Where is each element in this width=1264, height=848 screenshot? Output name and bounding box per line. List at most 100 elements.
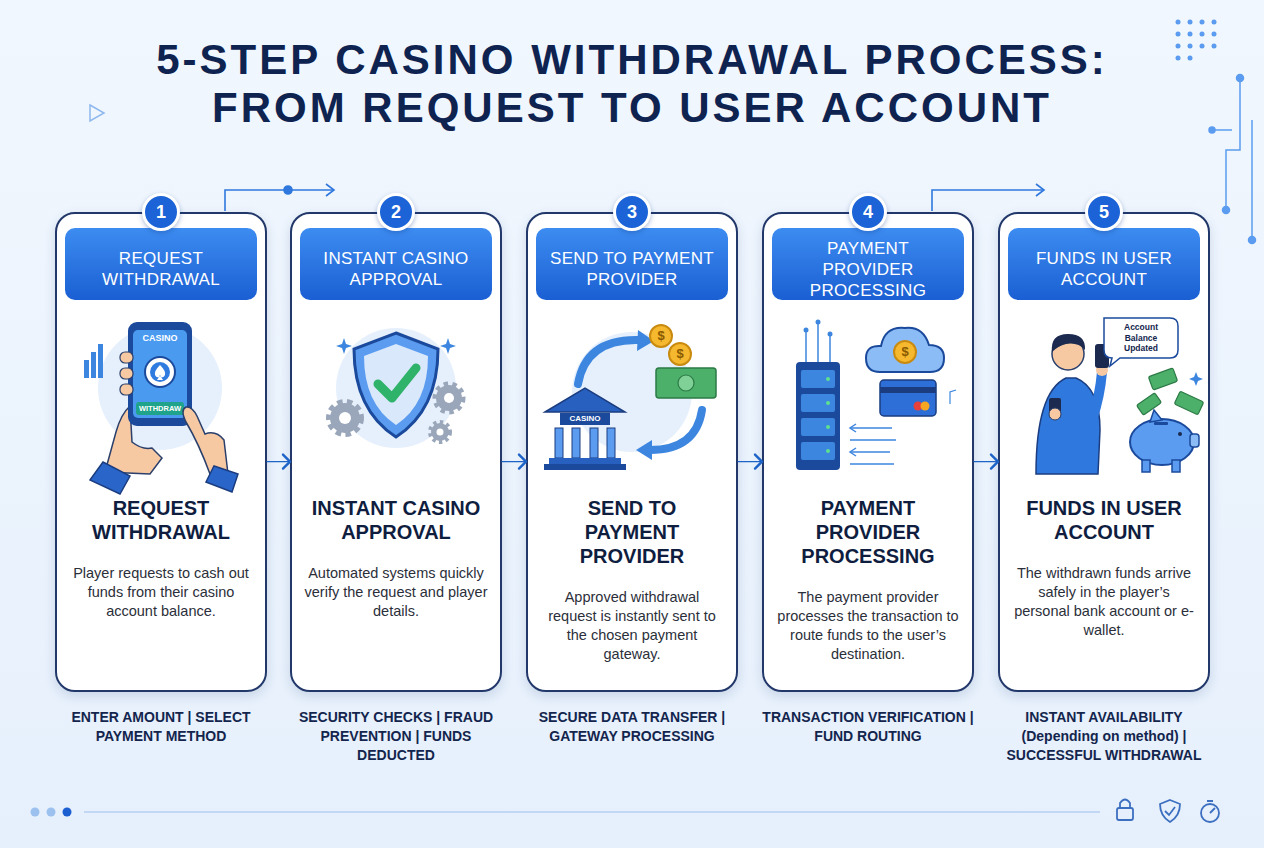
footer-icons-part <box>1117 808 1133 820</box>
step-number: 2 <box>377 193 415 231</box>
dot-grid-part <box>1176 32 1181 37</box>
footer-line-part <box>84 811 1100 813</box>
step-title: INSTANT CASINO APPROVAL <box>304 496 488 544</box>
dot-grid-part <box>1212 20 1217 25</box>
step-description: Automated systems quickly verify the req… <box>304 564 488 621</box>
step-description: Approved withdrawal request is instantly… <box>540 588 724 664</box>
circuit-lines-part <box>1223 207 1230 214</box>
step-number: 3 <box>613 193 651 231</box>
connector-stroke <box>738 461 762 462</box>
dot-grid-part <box>1188 20 1193 25</box>
footer-line <box>31 808 1101 817</box>
footer-line-part <box>47 808 56 817</box>
connector-stroke <box>991 455 998 469</box>
step-header: FUNDS IN USER ACCOUNT <box>1008 228 1200 300</box>
card-body: FUNDS IN USER ACCOUNT The withdrawn funds… <box>1012 496 1196 640</box>
step-card: SEND TO PAYMENT PROVIDER Approved withdra… <box>526 212 738 692</box>
flow-arrow <box>738 455 762 469</box>
circuit-lines-part <box>1237 75 1244 82</box>
top-connector-part <box>326 184 334 196</box>
step-header: INSTANT CASINO APPROVAL <box>300 228 492 300</box>
connector-stroke <box>502 461 526 462</box>
dot-grid-part <box>1188 32 1193 37</box>
header-text: FUNDS IN USER ACCOUNT <box>1018 248 1190 290</box>
step-card: INSTANT CASINO APPROVAL Automated systems… <box>290 212 502 692</box>
footer-line-part <box>63 808 72 817</box>
header-text: INSTANT CASINO APPROVAL <box>310 248 482 290</box>
play-triangle <box>90 105 104 121</box>
circuit-lines-part <box>1212 129 1232 131</box>
callout-number: 3 <box>627 202 637 223</box>
step-number: 4 <box>849 193 887 231</box>
step-header: REQUEST WITHDRAWAL <box>65 228 257 300</box>
footer-line-part <box>31 808 40 817</box>
flow-arrow <box>502 455 526 469</box>
callout-number: 2 <box>391 202 401 223</box>
card-body: INSTANT CASINO APPROVAL Automated systems… <box>304 496 488 621</box>
step-card: FUNDS IN USER ACCOUNT The withdrawn funds… <box>998 212 1210 692</box>
step-detail: TRANSACTION VERIFICATION | FUND ROUTING <box>757 708 979 746</box>
dot-grid-part <box>1200 44 1205 49</box>
connector-stroke <box>519 455 526 469</box>
step-detail: INSTANT AVAILABILITY (Depending on metho… <box>993 708 1215 765</box>
top-connector-part <box>1036 184 1044 196</box>
dot-grid-part <box>1200 20 1205 25</box>
card-body: REQUEST WITHDRAWALPlayer requests to cas… <box>69 496 253 621</box>
footer-icons-part <box>1207 801 1215 813</box>
footer-icons-part <box>1201 804 1219 822</box>
step-title: FUNDS IN USER ACCOUNT <box>1012 496 1196 544</box>
dot-grid-part <box>1212 44 1217 49</box>
step-description: The withdrawn funds arrive safely in the… <box>1012 564 1196 640</box>
step-description: The payment provider processes the trans… <box>776 588 960 664</box>
footer-icons-part <box>1160 800 1180 822</box>
card-body: PAYMENT PROVIDER PROCESSING The payment p… <box>776 496 960 664</box>
header-text: PAYMENT PROVIDER PROCESSING <box>782 238 954 301</box>
step-card: PAYMENT PROVIDER PROCESSING The payment p… <box>762 212 974 692</box>
callout-number: 5 <box>1099 202 1109 223</box>
connector-stroke <box>755 455 762 469</box>
callout-number: 4 <box>863 202 873 223</box>
circuit-lines <box>1209 75 1256 244</box>
step-number: 5 <box>1085 193 1123 231</box>
footer-icons <box>1117 800 1219 823</box>
footer-icons-part <box>1165 807 1175 815</box>
flow-arrow <box>267 455 290 469</box>
circuit-lines-part <box>1249 237 1256 244</box>
dot-grid-part <box>1176 20 1181 25</box>
card-body: SEND TO PAYMENT PROVIDER Approved withdra… <box>540 496 724 664</box>
step-card: REQUEST WITHDRAWALPlayer requests to cas… <box>55 212 267 692</box>
dot-grid-part <box>1176 44 1181 49</box>
circuit-lines-part <box>1226 78 1240 210</box>
header-text: SEND TO PAYMENT PROVIDER <box>546 248 718 290</box>
dot-grid-part <box>1200 32 1205 37</box>
connector-stroke <box>974 461 998 462</box>
footer-icons-part <box>1120 800 1130 809</box>
dot-grid-part <box>1212 32 1217 37</box>
dot-grid-part <box>1188 56 1193 61</box>
connector-stroke <box>283 455 290 469</box>
circuit-lines-part <box>1251 120 1253 240</box>
flow-arrow <box>974 455 998 469</box>
callout-number: 1 <box>156 202 166 223</box>
diagram-title: 5-STEP CASINO WITHDRAWAL PROCESS: FROM R… <box>132 36 1132 132</box>
step-title: PAYMENT PROVIDER PROCESSING <box>776 496 960 568</box>
step-number: 1 <box>142 193 180 231</box>
dot-grid-part <box>1176 56 1181 61</box>
top-connector-part <box>225 190 333 211</box>
step-detail: ENTER AMOUNT | SELECT PAYMENT METHOD <box>50 708 272 746</box>
header-text: REQUEST WITHDRAWAL <box>75 248 247 290</box>
dot-grid <box>1176 20 1217 61</box>
top-connector-part <box>284 186 292 194</box>
dot-grid-part <box>1188 44 1193 49</box>
step-title: SEND TO PAYMENT PROVIDER <box>540 496 724 568</box>
top-connector-part <box>932 190 1043 211</box>
step-title: REQUEST WITHDRAWAL <box>69 496 253 544</box>
connector-stroke <box>267 461 290 462</box>
circuit-lines-part <box>1209 127 1215 133</box>
step-header: SEND TO PAYMENT PROVIDER <box>536 228 728 300</box>
step-detail: SECURITY CHECKS | FRAUD PREVENTION | FUN… <box>285 708 507 765</box>
step-header: PAYMENT PROVIDER PROCESSING <box>772 228 964 300</box>
step-detail: SECURE DATA TRANSFER | GATEWAY PROCESSIN… <box>521 708 743 746</box>
